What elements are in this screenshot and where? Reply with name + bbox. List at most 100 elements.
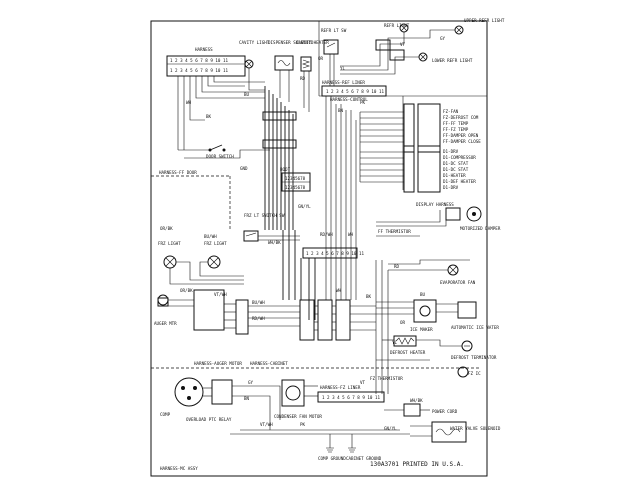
display-pin-b-0: D1-DRV: [443, 149, 459, 154]
harness-ff-door-label: HARNESS-FF DOOR: [159, 170, 197, 175]
compressor-wires: [203, 385, 281, 430]
wire-color-tag: OR: [318, 56, 324, 61]
upper-refr-light-label: UPPER REFR LIGHT: [464, 18, 505, 23]
ff-thermistor-label: FF THERMISTOR: [378, 229, 411, 234]
cabinet-ground-label: CABINET GROUND: [346, 456, 382, 461]
cavity-light: CAVITY LIGHT: [239, 40, 270, 69]
wire-color-tag: YL: [340, 66, 346, 71]
fz-thermistor-label: FZ THERMISTOR: [370, 376, 403, 381]
refr-lt-label: REFR LT SW: [321, 28, 347, 33]
harness-clip: [262, 111, 297, 121]
dispenser-solenoid-label: DISPENSER SOLENOID: [268, 40, 314, 45]
ground-label: GND: [240, 166, 248, 171]
wire-color-tag: RD: [300, 76, 306, 81]
door-switch: DOOR SWITCH: [206, 144, 234, 159]
top-component-wires: [248, 68, 310, 112]
center-connector: 1 2 3 4 5 6 7 8 9 10 11: [302, 247, 364, 259]
cavity-heater: CAVITY HEATER: [296, 40, 329, 72]
ff-door-connector: HARNESS 1 2 3 4 5 6 7 8 9 10 11 1 2 3 4 …: [166, 47, 246, 77]
condenser-fan: CONDENSER FAN MOTOR: [274, 379, 322, 419]
cabinet-ground: CABINET GROUND: [346, 447, 382, 461]
display-pin-a-2: FF-FF TEMP: [443, 121, 469, 126]
wire-color-tag: PK: [300, 422, 306, 427]
wire-color-tag: GY: [248, 380, 254, 385]
display-pin-b-1: D1-COMPRESSOR: [443, 155, 476, 160]
display-pin-a-5: FF-DAMPER CLOSE: [443, 139, 481, 144]
wire-color-tag: OR/BK: [160, 226, 173, 231]
display-connector-b: [403, 145, 441, 193]
wire-color-tag: VT/WH: [260, 422, 273, 427]
overload-relay: OVERLOAD PTC RELAY: [186, 379, 233, 422]
damper-label: MOTORIZED DAMPER: [460, 226, 501, 231]
refr-light-label: REFR LIGHT: [384, 23, 410, 28]
water-solenoid: WATER VALVE SOLENOID: [410, 421, 501, 443]
svg-text:1 2 3 4 5 6 7 8 9 10 11: 1 2 3 4 5 6 7 8 9 10 11: [306, 251, 364, 256]
harness-clip: [262, 139, 297, 149]
comp-ground-label: COMP GROUND: [318, 456, 346, 461]
cabinet-connector: [299, 299, 351, 341]
water-valve-label: AUTOMATIC ICE WATER: [451, 325, 499, 330]
harness-control-label: HARNESS-CONTROL: [330, 97, 368, 102]
wire-color-tag: RD: [394, 264, 400, 269]
display-pin-b-2: D1-DC STAT: [443, 161, 469, 166]
svg-text:FZ IC: FZ IC: [468, 371, 481, 376]
compressor: COMP: [160, 377, 204, 417]
wire-color-tag: BK: [206, 114, 212, 119]
door-switch-label: DOOR SWITCH: [206, 154, 234, 159]
wire-color-tag: BK: [366, 294, 372, 299]
lower-refr-light-label: LOWER REFR LIGHT: [432, 58, 473, 63]
refr-liner-connector: 1 2 3 4 5 6 7 8 9 10 11 HARNESS-REF LINE…: [321, 80, 387, 102]
footer-code: 130A3701 PRINTED IN U.S.A.: [370, 461, 464, 468]
svg-text:12345678: 12345678: [285, 176, 306, 181]
power-cord: POWER CORD: [384, 403, 458, 417]
harness-auger-motor-label: HARNESS-AUGER MOTOR: [194, 361, 242, 366]
fz-light-switch: FRZ LT SWITCH SW: [243, 213, 300, 242]
boot-connector: 12345678 12345678 BOOT: [280, 167, 311, 192]
display-harness-label: DISPLAY HARNESS: [416, 202, 454, 207]
harness-refr-liner-label: HARNESS-REF LINER: [322, 80, 365, 85]
connector-label: HARNESS: [195, 47, 213, 52]
wire-color-tag: WH: [348, 232, 354, 237]
fz-light-left-label: FRZ LIGHT: [158, 241, 181, 246]
harness-mc-label: HARNESS-MC ASSY: [160, 466, 198, 471]
display-pin-b-6: D1-DRV: [443, 185, 459, 190]
evaporator-fan: EVAPORATOR FAN: [388, 259, 476, 285]
harness-fz-liner-label: HARNESS-FZ LINER: [320, 385, 361, 390]
defrost-heater-label: DEFROST HEATER: [390, 350, 426, 355]
fz-light-right-label: FRZ LIGHT: [204, 241, 227, 246]
svg-text:1 2 3 4 5 6 7 8 9 10 11: 1 2 3 4 5 6 7 8 9 10 11: [322, 395, 380, 400]
display-pin-a-3: FF-FZ TEMP: [443, 127, 469, 132]
connector-pins: 1 2 3 4 5 6 7 8 9 10 11: [170, 68, 228, 73]
wire-color-tag: WH: [336, 288, 342, 293]
wire-color-tag: GN/YL: [384, 426, 397, 431]
overload-label: OVERLOAD PTC RELAY: [186, 417, 232, 422]
display-connector-a: [403, 103, 441, 153]
power-cord-label: POWER CORD: [432, 409, 458, 414]
ice-maker: ICE MAKER: [410, 299, 437, 332]
wire-color-tag: BU: [244, 92, 250, 97]
center-trunk-lower: [282, 230, 316, 320]
wire-color-tag: VT: [360, 380, 366, 385]
fz-light-right: FRZ LIGHT: [204, 241, 227, 269]
refr-light-top: REFR LIGHT: [384, 23, 410, 33]
ice-maker-label: ICE MAKER: [410, 327, 433, 332]
display-pin-a-4: FF-DAMPER OPEN: [443, 133, 479, 138]
lower-refr-light: LOWER REFR LIGHT: [418, 52, 473, 63]
fz-light-wires: [169, 261, 244, 285]
display-wires: [359, 111, 404, 183]
connector-pins: 1 2 3 4 5 6 7 8 9 10 11: [170, 58, 228, 63]
upper-refr-light: UPPER REFR LIGHT: [454, 18, 505, 35]
wire-color-tag: OR/BK: [180, 288, 193, 293]
wire-color-tag: VT: [400, 42, 406, 47]
wire-color-tag: WH: [186, 100, 192, 105]
dispenser-solenoid: DISPENSER SOLENOID: [268, 40, 314, 71]
control-vertical-wires: [325, 96, 357, 300]
cavity-heater-label: CAVITY HEATER: [296, 40, 329, 45]
wire-color-tag: GN/YL: [298, 204, 311, 209]
fz-light-switch-label: FRZ LT SWITCH SW: [244, 213, 285, 218]
icemaker-wires: [376, 301, 458, 315]
defrost-wires: [376, 339, 462, 361]
cabinet-wires: [314, 260, 389, 394]
